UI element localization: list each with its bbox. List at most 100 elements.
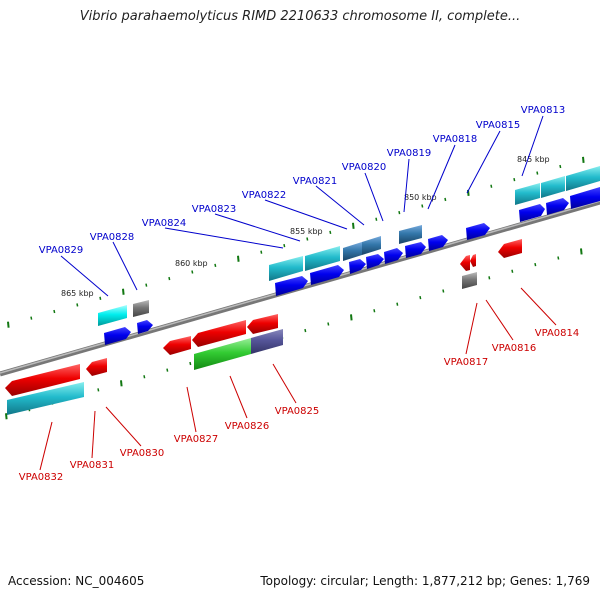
gene-label-vpa0824[interactable]: VPA0824 xyxy=(142,218,187,229)
gene-label-vpa0814[interactable]: VPA0814 xyxy=(535,328,580,339)
feature-teal xyxy=(7,382,84,415)
leader-vpa0825 xyxy=(272,363,297,404)
tick-mark xyxy=(582,156,585,163)
tick-mark xyxy=(97,388,100,392)
leader-vpa0815 xyxy=(466,130,501,194)
feature-steelblue xyxy=(399,225,422,244)
tick-mark xyxy=(122,288,125,295)
tick-mark xyxy=(350,314,353,321)
genome-summary-text: Topology: circular; Length: 1,877,212 bp… xyxy=(260,574,590,588)
tick-mark xyxy=(398,210,401,215)
tick-mark xyxy=(166,368,169,372)
leader-vpa0829 xyxy=(60,255,109,297)
tick-mark xyxy=(120,380,123,387)
tick-mark xyxy=(559,164,562,169)
feature-cds-reverse xyxy=(498,239,522,258)
gene-label-vpa0827[interactable]: VPA0827 xyxy=(174,434,219,445)
tick-mark xyxy=(580,248,583,255)
gene-label-vpa0816[interactable]: VPA0816 xyxy=(492,343,537,354)
tick-mark xyxy=(396,302,399,306)
gene-label-vpa0815[interactable]: VPA0815 xyxy=(476,120,521,131)
reverse-gene-labels: VPA0814 VPA0816 VPA0817 VPA0825 VPA0826 … xyxy=(19,328,580,483)
scale-tick-850: 850 kbp xyxy=(404,193,437,202)
leader-vpa0824 xyxy=(164,227,284,249)
tick-marks-inner xyxy=(5,248,583,420)
tick-mark xyxy=(283,243,286,248)
tick-mark xyxy=(444,197,447,202)
forward-gene-labels: VPA0813 VPA0815 VPA0818 VPA0819 VPA0820 … xyxy=(39,105,566,256)
tick-mark xyxy=(329,230,332,235)
tick-mark xyxy=(5,413,8,420)
reverse-strand-features xyxy=(5,239,522,415)
label-leaders-reverse xyxy=(39,287,557,471)
tick-mark xyxy=(490,184,493,188)
gene-label-vpa0826[interactable]: VPA0826 xyxy=(225,421,270,432)
feature-cds-forward xyxy=(384,248,403,264)
leader-vpa0821 xyxy=(315,185,365,226)
feature-cds-forward xyxy=(310,265,344,285)
tick-mark xyxy=(168,276,171,281)
tick-mark xyxy=(189,361,192,366)
feature-teal xyxy=(541,176,565,198)
tick-mark xyxy=(352,222,355,229)
feature-cds-reverse xyxy=(192,320,246,347)
gene-label-vpa0828[interactable]: VPA0828 xyxy=(90,232,135,243)
feature-cds-forward xyxy=(546,198,569,215)
gene-label-vpa0830[interactable]: VPA0830 xyxy=(120,448,165,459)
gene-label-vpa0818[interactable]: VPA0818 xyxy=(433,134,478,145)
feature-green xyxy=(194,338,251,370)
leader-vpa0814 xyxy=(520,287,557,326)
gene-label-vpa0819[interactable]: VPA0819 xyxy=(387,148,432,159)
scale-tick-855: 855 kbp xyxy=(290,227,323,236)
feature-cds-reverse xyxy=(86,358,107,376)
gene-label-vpa0823[interactable]: VPA0823 xyxy=(192,204,237,215)
tick-mark xyxy=(419,295,422,300)
leader-vpa0820 xyxy=(364,172,384,222)
tick-mark xyxy=(30,316,33,320)
feature-cds-forward xyxy=(466,223,490,240)
tick-mark xyxy=(511,269,514,273)
forward-strand-features xyxy=(98,166,600,345)
leader-vpa0830 xyxy=(105,406,142,447)
tick-mark xyxy=(488,276,491,280)
leader-vpa0823 xyxy=(214,213,301,242)
gene-label-vpa0813[interactable]: VPA0813 xyxy=(521,105,566,116)
leader-vpa0817 xyxy=(465,302,478,355)
tick-mark xyxy=(536,171,539,175)
feature-steelblue xyxy=(362,236,381,255)
leader-vpa0816 xyxy=(485,299,514,341)
feature-cds-reverse xyxy=(5,364,80,396)
gene-label-vpa0832[interactable]: VPA0832 xyxy=(19,472,64,483)
gene-label-vpa0821[interactable]: VPA0821 xyxy=(293,176,338,187)
gene-label-vpa0825[interactable]: VPA0825 xyxy=(275,406,320,417)
feature-teal xyxy=(566,166,600,191)
feature-cds-forward xyxy=(275,276,308,296)
feature-purple xyxy=(251,329,283,354)
tick-mark xyxy=(145,283,148,287)
feature-cds-forward xyxy=(570,187,600,209)
leader-vpa0827 xyxy=(186,386,197,433)
feature-cds-forward xyxy=(366,254,384,269)
tick-mark xyxy=(143,375,146,379)
gene-label-vpa0817[interactable]: VPA0817 xyxy=(444,357,489,368)
leader-vpa0828 xyxy=(112,241,138,291)
feature-cds-reverse xyxy=(163,336,191,355)
tick-mark xyxy=(557,256,560,260)
gene-label-vpa0822[interactable]: VPA0822 xyxy=(242,190,287,201)
leader-vpa0831 xyxy=(91,410,96,459)
gene-label-vpa0831[interactable]: VPA0831 xyxy=(70,460,115,471)
tick-mark xyxy=(7,321,10,328)
leader-vpa0819 xyxy=(403,158,410,213)
map-title: Vibrio parahaemolyticus RIMD 2210633 chr… xyxy=(79,9,521,24)
label-leaders-forward xyxy=(60,115,544,297)
feature-cds-reverse xyxy=(460,255,470,271)
gene-label-vpa0820[interactable]: VPA0820 xyxy=(342,162,387,173)
scale-tick-860: 860 kbp xyxy=(175,259,208,268)
feature-cds-forward xyxy=(428,235,448,251)
tick-mark xyxy=(442,289,445,293)
gene-label-vpa0829[interactable]: VPA0829 xyxy=(39,245,84,256)
tick-mark xyxy=(237,255,240,262)
tick-mark xyxy=(99,296,102,300)
